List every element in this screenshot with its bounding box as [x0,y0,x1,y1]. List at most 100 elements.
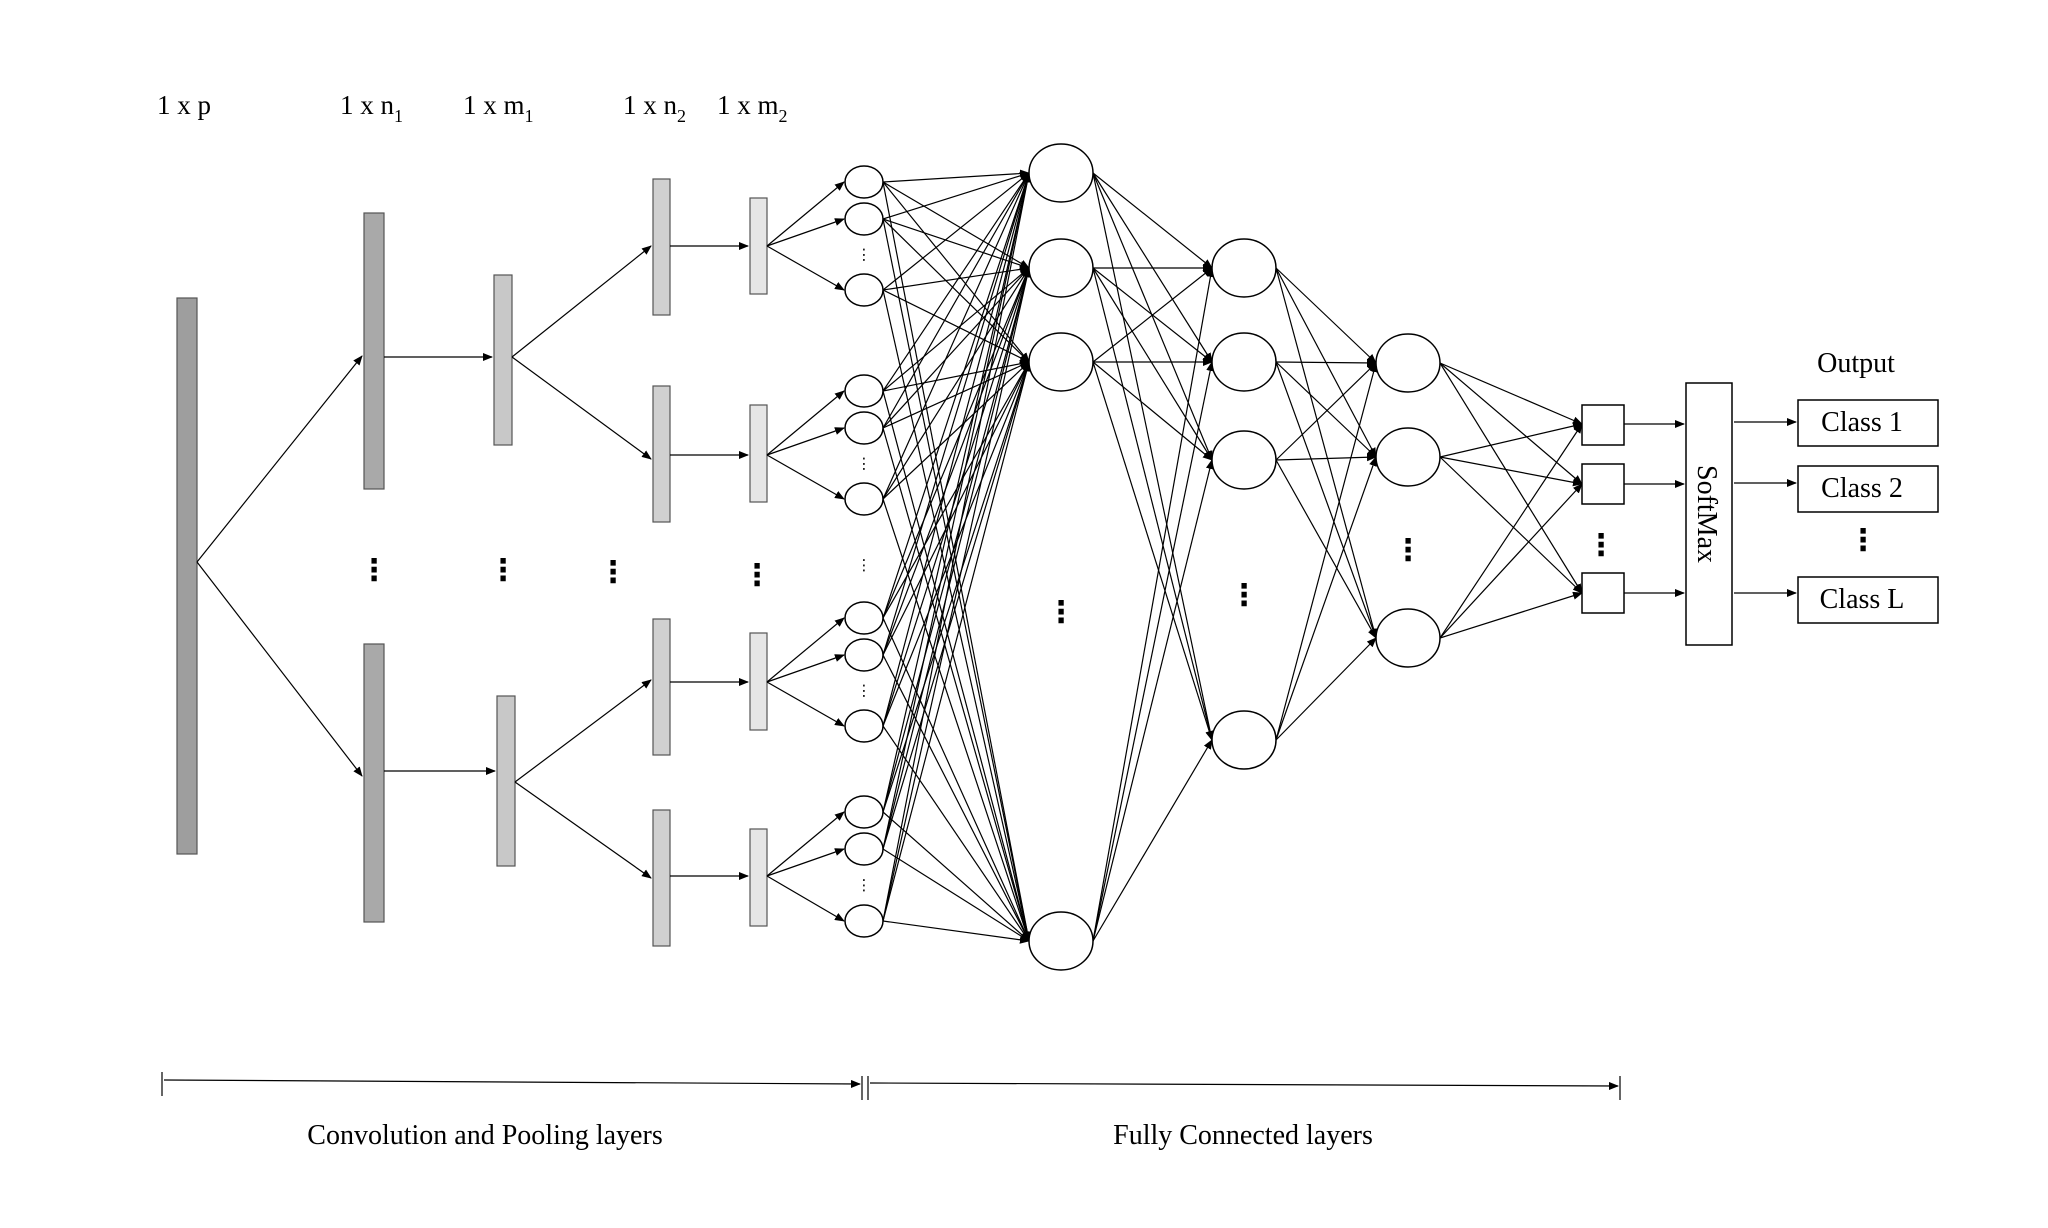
connection-line [766,654,845,683]
pre-softmax-box-2 [1581,463,1625,505]
connection-line [882,267,1030,619]
pool2-bar-4 [749,828,768,927]
ellipsis-small-nodes: ⋮ [857,876,872,894]
connection-line [882,169,1030,183]
connection-line [766,848,845,877]
ellipsis-pool2: ⋮ [742,558,772,593]
class-label-l: Class L [1820,584,1905,615]
connection-line [1275,362,1377,461]
connection-line [882,172,1031,813]
connection-line [1275,362,1378,741]
connection-line [882,172,1030,500]
conv-output-node [844,374,884,408]
class-box-2 [1797,465,1939,513]
connection-line [1275,361,1377,458]
connection-line [1275,361,1377,639]
pool2-bar-1 [749,197,768,295]
conv2-bar-1 [652,178,671,316]
conv-output-node [844,202,884,236]
fc2-node [1211,430,1277,490]
connection-line [1092,361,1214,741]
fc3-node [1375,333,1441,393]
ellipsis-small-nodes: ⋮ [857,455,872,473]
conv2-dim-label: 1 x n2 [623,90,686,126]
connection-line [1439,423,1583,639]
ellipsis-fc1: ⋮ [1046,595,1076,630]
connection-line [882,267,1031,727]
class-label-2: Class 2 [1821,473,1903,504]
connection-line [766,681,845,727]
ellipsis-conv2: ⋮ [598,555,628,590]
class-box-l [1797,576,1939,624]
connection-line [882,654,1030,942]
connection-line [882,172,1031,656]
connection-line [766,218,845,247]
connection-line [882,267,1030,500]
connection-line [882,427,1031,942]
connection-line [1092,267,1215,942]
section-label-fully-connected: Fully Connected layers [1113,1120,1373,1151]
connection-line [1439,456,1583,487]
connection-line [882,218,1030,363]
fc1-node [1028,911,1094,971]
conv1-bar-bottom [363,643,385,923]
section-brackets [161,1072,1621,1100]
conv2-bar-4 [652,809,671,947]
connection-line [1092,739,1213,942]
pre-softmax-box-3 [1581,572,1625,614]
fc2-node [1211,710,1277,770]
connection-line [882,390,1031,942]
conv1-bar-top [363,212,385,490]
connection-line [882,920,1030,944]
pool2-bar-3 [749,632,768,731]
connection-line [766,454,845,500]
connection-line [882,617,1030,942]
connection-line [882,265,1030,291]
output-arrows [1624,418,1797,597]
connection-line [882,172,1030,429]
connection-line [766,390,845,456]
ellipsis-pool1: ⋮ [488,553,518,588]
connection-line [882,361,1030,500]
conv-output-node [844,638,884,672]
ellipsis-fc2: ⋮ [1229,578,1259,613]
connection-line [882,181,1032,942]
connection-line [766,245,845,291]
connection-line [766,617,845,683]
connection-line [1439,456,1583,594]
fc1-node [1028,238,1094,298]
connection-line [1092,361,1215,942]
pool2-dim-label: 1 x m2 [717,90,788,126]
connection-line [766,427,845,456]
connection-line [882,172,1030,291]
ellipsis-classes: ⋮ [1848,523,1878,558]
connection-line [882,267,1030,656]
fc2-node [1211,332,1277,392]
connection-line [882,267,1031,922]
input-bar [176,297,198,855]
connection-line [882,289,1030,363]
connection-line [882,172,1031,727]
connection-line [1439,362,1583,485]
conv-output-node [844,832,884,866]
conv1-dim-label: 1 x n1 [340,90,403,126]
connection-line [882,811,1030,942]
connection-line [1439,362,1583,425]
connection-line [882,361,1031,813]
fc1-node [1028,332,1094,392]
conv-output-node [844,411,884,445]
fc3-node [1375,427,1441,487]
connection-line [882,361,1031,850]
conv-output-node [844,273,884,307]
connection-line [1092,172,1215,741]
connection-line [882,171,1030,220]
ellipsis-conv1: ⋮ [359,553,389,588]
connection-line [882,267,1031,813]
connection-line [1439,483,1583,639]
output-title: Output [1817,348,1895,379]
connection-line [882,172,1032,850]
connection-line [1275,456,1377,741]
connection-line [1275,637,1377,741]
connection-line [882,289,1031,942]
